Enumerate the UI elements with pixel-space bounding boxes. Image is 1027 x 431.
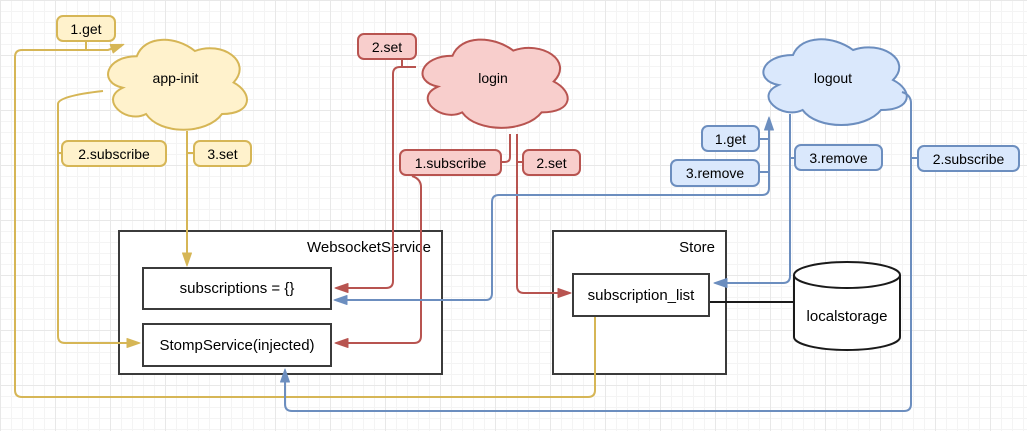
websocket-service-box[interactable]: WebsocketService subscriptions = {} Stom…: [118, 230, 443, 375]
subscriptions-box[interactable]: subscriptions = {}: [142, 267, 332, 310]
label-logout-subscribe[interactable]: 2.subscribe: [917, 145, 1020, 172]
label-logout-get[interactable]: 1.get: [701, 125, 760, 152]
cloud-login-label: login: [478, 70, 508, 86]
cloud-app-init-label: app-init: [152, 70, 199, 86]
label-login-subscribe[interactable]: 1.subscribe: [399, 149, 502, 176]
edge-login-subscribe-stem: [502, 134, 511, 163]
localstorage-cylinder[interactable]: [793, 261, 901, 351]
store-title: Store: [679, 239, 715, 256]
stomp-service-box[interactable]: StompService(injected): [142, 323, 332, 367]
label-login-set-a[interactable]: 2.set: [357, 33, 417, 60]
label-appinit-set[interactable]: 3.set: [193, 140, 252, 167]
localstorage-label: localstorage: [806, 308, 888, 325]
label-logout-remove-b[interactable]: 3.remove: [794, 144, 883, 171]
cloud-logout-label: logout: [813, 70, 853, 86]
label-appinit-subscribe[interactable]: 2.subscribe: [61, 140, 167, 167]
label-login-set-b[interactable]: 2.set: [522, 149, 581, 176]
label-appinit-get[interactable]: 1.get: [56, 15, 116, 42]
label-logout-remove-a[interactable]: 3.remove: [670, 159, 760, 187]
websocket-service-title: WebsocketService: [307, 239, 431, 256]
subscription-list-box[interactable]: subscription_list: [572, 273, 710, 317]
store-box[interactable]: Store subscription_list: [552, 230, 727, 375]
